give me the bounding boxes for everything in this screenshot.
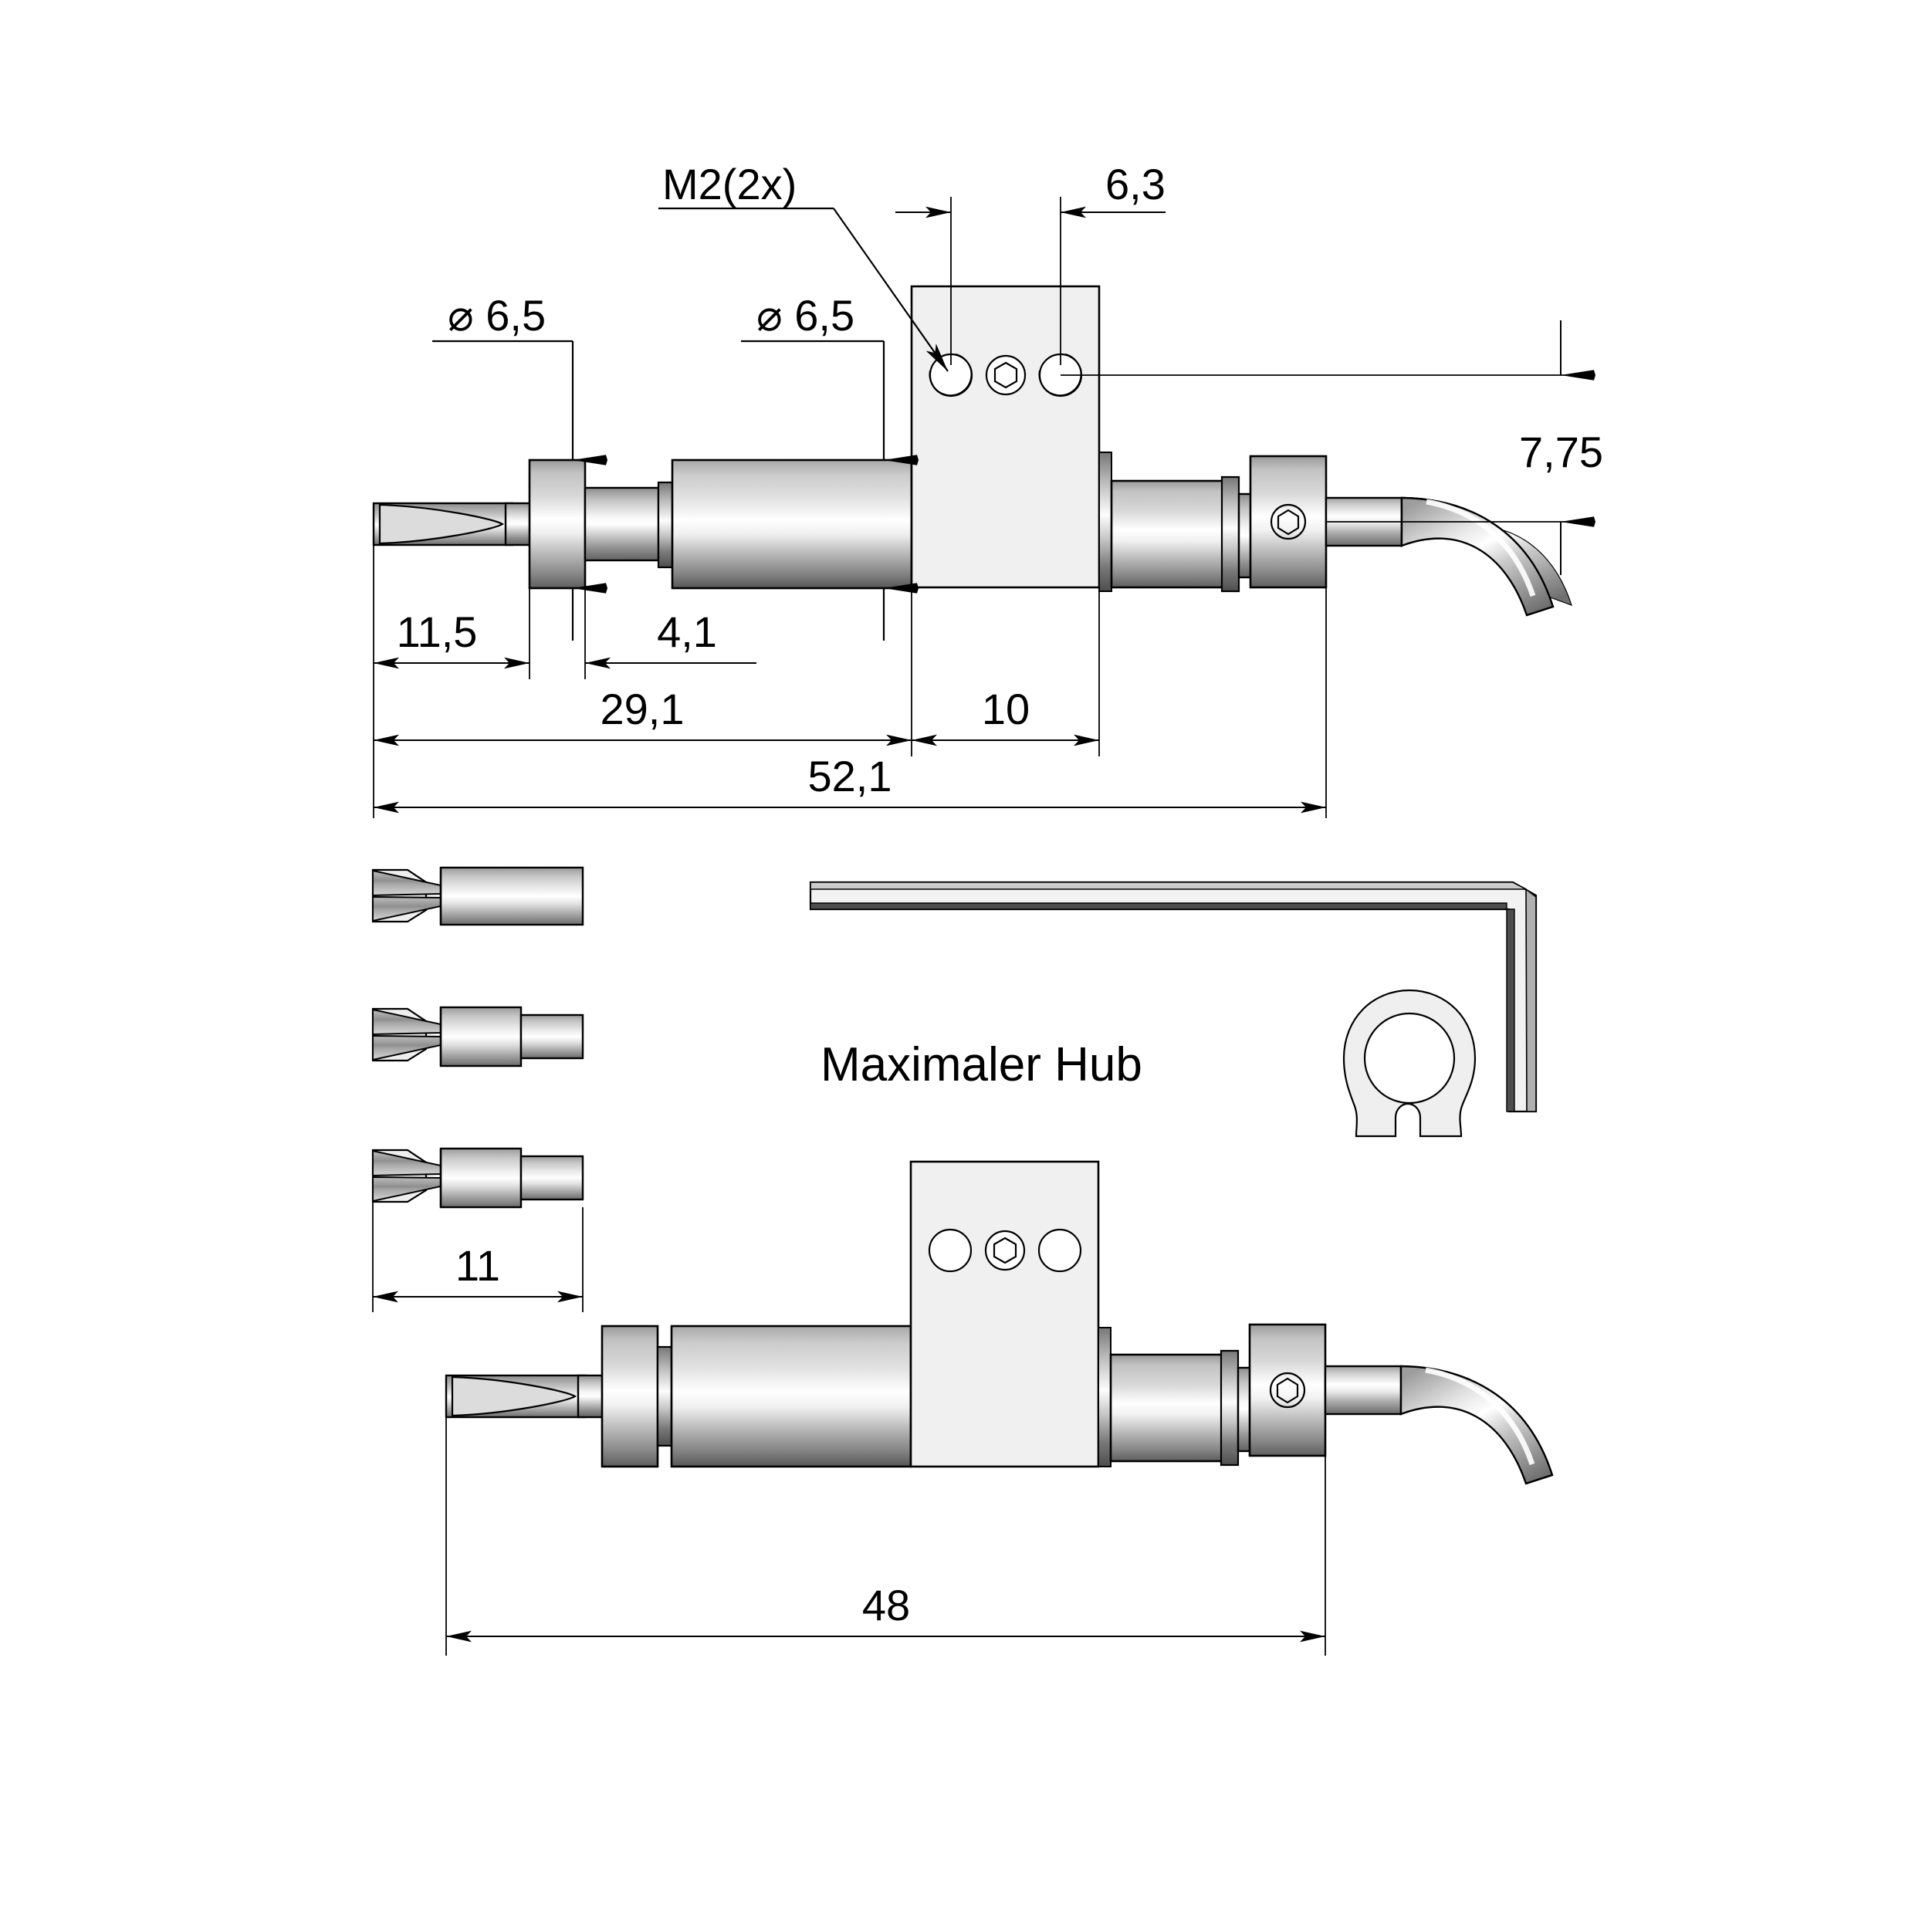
diameter-callout-flange-leader bbox=[432, 340, 607, 465]
vertical-offset-label: 7,75 bbox=[1519, 428, 1603, 476]
hole-spacing-label: 6,3 bbox=[1105, 160, 1166, 208]
barrel-retaining-ring-retracted bbox=[656, 1345, 673, 1447]
diameter-callout-barrel-label: ⌀ 6,5 bbox=[756, 291, 854, 340]
view-retracted-assembly: 48 bbox=[445, 1160, 1554, 1656]
front-flange-retracted bbox=[601, 1325, 659, 1468]
hole-spacing-dimension bbox=[895, 197, 1166, 365]
bit-length-dimension bbox=[372, 1202, 584, 1312]
dim-4-1-label: 4,1 bbox=[657, 607, 717, 656]
rear-washer bbox=[1220, 475, 1240, 593]
rear-plate-ring bbox=[1098, 452, 1112, 592]
hex-key bbox=[809, 881, 1538, 1113]
bit-2 bbox=[371, 1006, 584, 1068]
drawing-root: M2(2x) 6,3 7,75 ⌀ 6,5 ⌀ 6,5 bbox=[371, 160, 1603, 1656]
dim-11-5-label: 11,5 bbox=[397, 607, 478, 656]
diameter-callout-flange-label: ⌀ 6,5 bbox=[448, 291, 546, 340]
mounting-hole-right-retracted bbox=[1037, 1228, 1082, 1273]
collar-set-screw-hex-icon bbox=[1270, 503, 1307, 540]
dim-10-label: 10 bbox=[982, 685, 1030, 733]
tube-highlight bbox=[1426, 499, 1536, 597]
thread-callout-label: M2(2x) bbox=[662, 160, 797, 208]
collar-set-screw-hex-icon-retracted bbox=[1269, 1372, 1306, 1409]
rear-barrel bbox=[1110, 479, 1233, 589]
vertical-offset-dimension bbox=[1061, 320, 1595, 575]
main-barrel bbox=[671, 458, 913, 590]
main-barrel-retracted bbox=[670, 1325, 912, 1468]
blade-ground-face bbox=[378, 503, 505, 545]
view-extended-assembly: M2(2x) 6,3 7,75 ⌀ 6,5 ⌀ 6,5 bbox=[372, 160, 1603, 818]
rear-barrel-retracted bbox=[1109, 1353, 1232, 1463]
flat-blade-tip-retracted bbox=[445, 1374, 587, 1419]
top-extension-lines bbox=[373, 545, 1327, 818]
rear-plate-ring-retracted bbox=[1098, 1327, 1111, 1467]
bent-outlet-tube-retracted bbox=[1324, 1365, 1554, 1485]
bent-outlet-tube bbox=[1325, 496, 1572, 617]
center-hex-socket-retracted bbox=[984, 1230, 1026, 1271]
front-flange bbox=[528, 458, 587, 590]
mounting-plate-retracted bbox=[909, 1160, 1100, 1468]
bit-3 bbox=[371, 1147, 584, 1209]
view-accessories bbox=[809, 881, 1538, 1138]
mounting-hole-left-retracted bbox=[928, 1228, 973, 1273]
retaining-ring-circlip bbox=[1342, 989, 1477, 1138]
dim-52-1-label: 52,1 bbox=[808, 752, 892, 800]
max-stroke-caption: Maximaler Hub bbox=[821, 1038, 1142, 1091]
flat-blade-tip bbox=[372, 502, 514, 546]
thread-callout-leader bbox=[658, 207, 949, 372]
diameter-callout-barrel-leader bbox=[741, 340, 919, 465]
view-cross-tip-bits: 11 bbox=[371, 866, 584, 1312]
clamp-collar bbox=[1249, 455, 1328, 589]
dim-29-1-label: 29,1 bbox=[601, 685, 685, 733]
bit-1 bbox=[371, 866, 584, 926]
center-hex-socket bbox=[985, 354, 1027, 396]
retracted-length-dimension bbox=[445, 1417, 1326, 1656]
mid-shaft bbox=[584, 486, 660, 562]
barrel-retaining-ring bbox=[657, 481, 674, 569]
bit-length-label: 11 bbox=[455, 1241, 500, 1290]
mounting-plate bbox=[910, 285, 1101, 589]
retracted-length-label: 48 bbox=[862, 1581, 910, 1629]
clamp-collar-retracted bbox=[1248, 1323, 1327, 1457]
rear-washer-retracted bbox=[1220, 1349, 1240, 1467]
